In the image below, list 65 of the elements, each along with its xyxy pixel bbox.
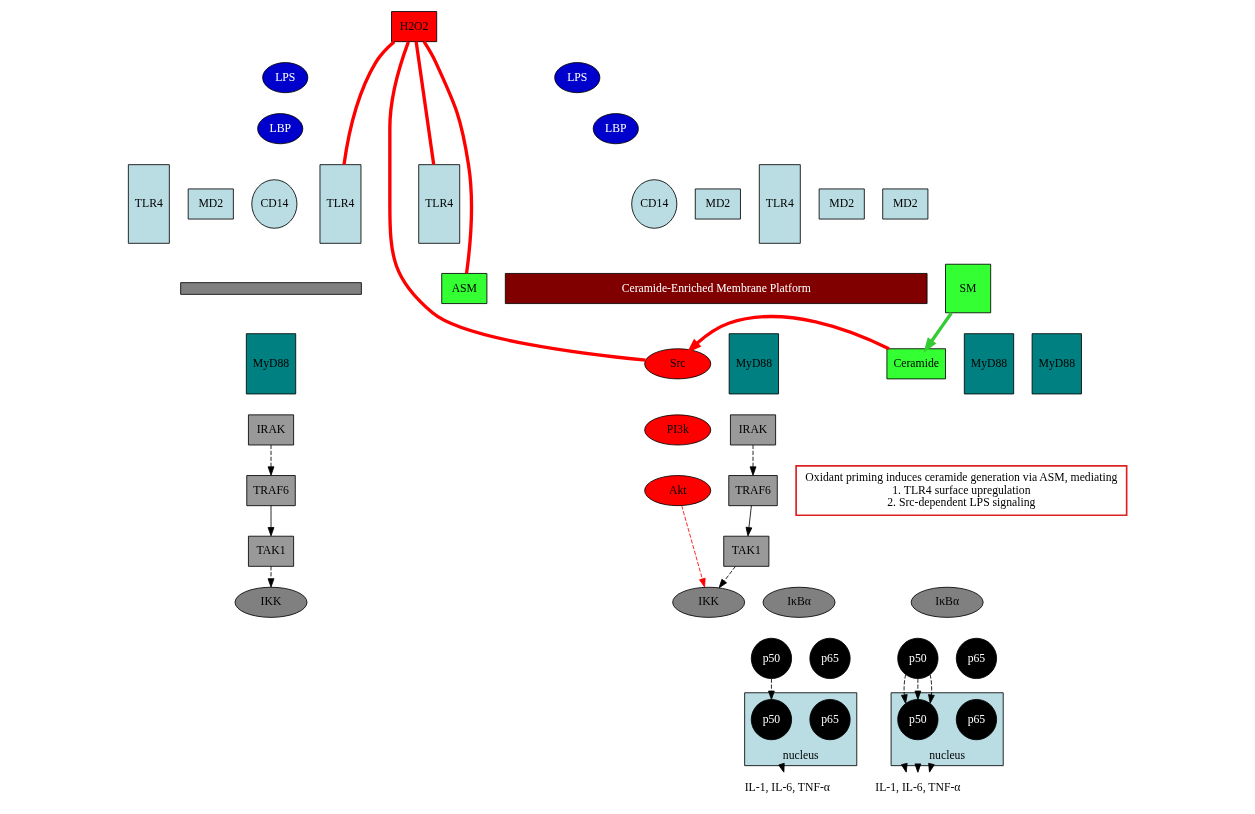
- node-ellipse: LPS: [262, 62, 309, 94]
- arrow: [718, 565, 736, 589]
- node-box: MyD88: [963, 333, 1015, 395]
- node-box: IRAK: [248, 414, 295, 446]
- connector: [422, 40, 474, 274]
- node-box: SM: [945, 263, 992, 314]
- node-box: MD2: [694, 188, 741, 220]
- arrow: [267, 565, 275, 588]
- node-box: Ceramide: [886, 348, 946, 380]
- node-ellipse: IκBα: [762, 586, 836, 618]
- node-box: Ceramide-Enriched Membrane Platform: [504, 273, 928, 304]
- node-circle: p65: [809, 699, 851, 741]
- node-text: IL-1, IL-6, TNF-α: [875, 780, 961, 794]
- node-circle: p50: [750, 699, 792, 741]
- arrow: [928, 674, 935, 704]
- node-box: MyD88: [1031, 333, 1082, 395]
- arrow: [267, 505, 275, 537]
- node-box: TAK1: [248, 535, 295, 567]
- node-ellipse: LBP: [257, 113, 304, 145]
- node-box: TLR4: [418, 164, 461, 244]
- node-circle: p65: [955, 699, 998, 741]
- arrow: [686, 314, 890, 354]
- node-ellipse: Akt: [644, 475, 712, 507]
- node-box: H2O2: [391, 11, 438, 43]
- node-circle: p50: [897, 699, 939, 741]
- node-box: ASM: [441, 273, 488, 304]
- node-box: TLR4: [758, 164, 801, 244]
- node-circle: p65: [955, 637, 998, 679]
- arrow: [681, 505, 706, 588]
- node-ellipse: PI3k: [644, 414, 712, 446]
- node-circle: p50: [750, 637, 792, 679]
- arrow: [914, 678, 922, 700]
- node-ellipse: LPS: [554, 62, 601, 94]
- node-box: MyD88: [245, 333, 297, 395]
- node-circle: p65: [809, 637, 851, 679]
- node-ellipse: Src: [644, 348, 712, 380]
- arrow: [901, 674, 908, 704]
- connector: [342, 40, 396, 165]
- arrow: [267, 444, 275, 476]
- arrow: [923, 312, 953, 353]
- node-circle: CD14: [631, 179, 678, 229]
- node-box: IRAK: [730, 414, 777, 446]
- node-ellipse: IKK: [234, 586, 308, 618]
- arrow: [768, 678, 775, 700]
- node-box: MyD88: [728, 333, 779, 395]
- node-box: Oxidant priming induces ceramide generation via ASM, mediating 1. TLR4 surface upregulation 2. Src-dependent LPS signaling: [795, 465, 1128, 517]
- arrow: [749, 444, 757, 476]
- node-box: MD2: [882, 188, 929, 220]
- node-bar: [180, 282, 362, 295]
- node-ellipse: IκBα: [910, 586, 984, 618]
- node-box: TRAF6: [728, 475, 778, 507]
- node-box: MD2: [187, 188, 234, 220]
- connector: [414, 41, 436, 165]
- node-box: MD2: [818, 188, 865, 220]
- node-box: TRAF6: [246, 475, 296, 507]
- arrow: [745, 505, 753, 537]
- node-ellipse: LBP: [592, 113, 639, 145]
- node-circle: CD14: [251, 179, 298, 229]
- node-box: TAK1: [723, 535, 770, 567]
- connector: [388, 41, 646, 362]
- node-box: TLR4: [127, 164, 170, 244]
- node-circle: p50: [897, 637, 939, 679]
- node-ellipse: IKK: [672, 586, 746, 618]
- node-box: TLR4: [319, 164, 362, 244]
- node-text: IL-1, IL-6, TNF-α: [744, 780, 830, 794]
